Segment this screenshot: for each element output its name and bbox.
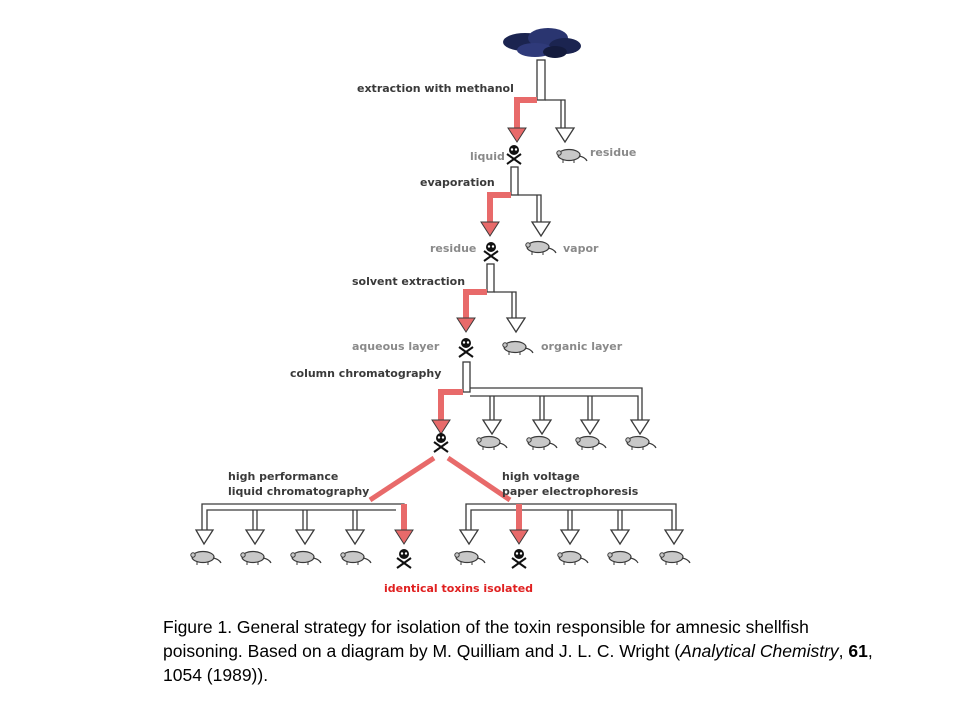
branch-column-chromatography	[431, 361, 651, 436]
isolation-flowchart: extraction with methanol liquid residue …	[190, 28, 691, 595]
result-label: identical toxins isolated	[384, 582, 533, 595]
branch-evaporation	[480, 166, 552, 238]
step-solvent-extraction-label: solvent extraction	[352, 275, 465, 288]
product-vapor-label: vapor	[563, 242, 599, 255]
branch-electrophoresis	[458, 503, 685, 546]
toxin-skull-icon	[458, 337, 474, 358]
step-hplc-label-line2: liquid chromatography	[228, 485, 369, 498]
product-aqueous-layer-label: aqueous layer	[352, 340, 440, 353]
mouse-icon	[607, 550, 639, 566]
mouse-icon	[659, 550, 691, 566]
mouse-icon	[476, 435, 508, 451]
product-residue-label: residue	[430, 242, 476, 255]
mouse-icon	[190, 550, 222, 566]
step-hplc-label-line1: high performance	[228, 470, 338, 483]
toxin-skull-icon	[396, 548, 412, 569]
step-hv-electrophoresis-label-line2: paper electrophoresis	[502, 485, 639, 498]
product-liquid-label: liquid	[470, 150, 505, 163]
toxin-skull-icon	[511, 548, 527, 569]
caption-separator: ,	[838, 641, 849, 661]
branch-hplc	[194, 503, 414, 546]
mouse-icon	[526, 435, 558, 451]
mouse-icon	[240, 550, 272, 566]
mouse-icon	[557, 550, 589, 566]
figure-caption: Figure 1. General strategy for isolation…	[163, 615, 883, 687]
caption-pages-year: , 1054 (1989)).	[163, 641, 873, 685]
caption-volume: 61	[848, 641, 868, 661]
step-evaporation-label: evaporation	[420, 176, 495, 189]
branch-extraction	[507, 59, 576, 144]
toxin-skull-icon	[483, 241, 499, 262]
branch-solvent-extraction	[456, 263, 527, 334]
mussels-icon	[503, 28, 581, 58]
caption-journal: Analytical Chemistry	[680, 641, 839, 661]
mouse-icon	[502, 340, 534, 356]
step-extraction-label: extraction with methanol	[357, 82, 514, 95]
toxin-skull-icon	[506, 144, 522, 165]
step-hv-electrophoresis-label-line1: high voltage	[502, 470, 580, 483]
mouse-icon	[556, 148, 588, 164]
step-column-chromatography-label: column chromatography	[290, 367, 441, 380]
mouse-icon	[625, 435, 657, 451]
mouse-icon	[290, 550, 322, 566]
mouse-icon	[340, 550, 372, 566]
split-branches	[368, 455, 512, 503]
product-residue-label: residue	[590, 146, 636, 159]
toxin-skull-icon	[433, 432, 449, 453]
mouse-icon	[454, 550, 486, 566]
mouse-icon	[525, 240, 557, 256]
product-organic-layer-label: organic layer	[541, 340, 623, 353]
caption-text: Figure 1. General strategy for isolation…	[163, 617, 809, 661]
mouse-icon	[575, 435, 607, 451]
